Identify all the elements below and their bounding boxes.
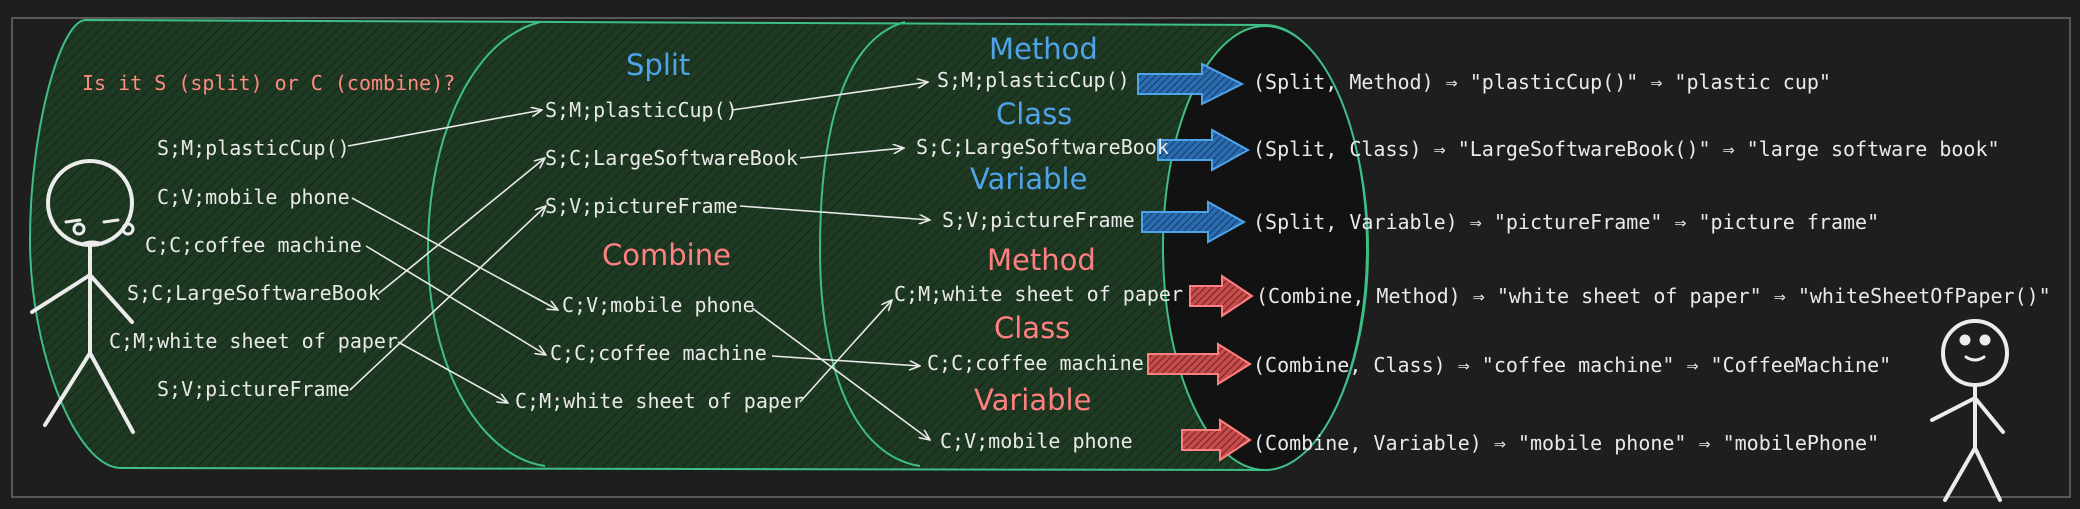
input-item: C;V;mobile phone bbox=[157, 185, 350, 209]
stick-figure-right bbox=[1930, 319, 2009, 502]
combine-item: C;C;coffee machine bbox=[550, 341, 767, 365]
pipe-inner-curve-2 bbox=[818, 21, 921, 467]
pipe-inner-curve-1 bbox=[426, 21, 546, 467]
input-item: S;C;LargeSoftwareBook bbox=[127, 281, 380, 305]
method-split-heading: Method bbox=[989, 32, 1098, 66]
type-item: S;V;pictureFrame bbox=[942, 208, 1135, 232]
type-item: C;C;coffee machine bbox=[927, 351, 1144, 375]
result-line: (Combine, Method) ⇒ "white sheet of pape… bbox=[1256, 284, 2051, 308]
result-line: (Combine, Variable) ⇒ "mobile phone" ⇒ "… bbox=[1253, 431, 1880, 455]
result-line: (Split, Method) ⇒ "plasticCup()" ⇒ "plas… bbox=[1253, 70, 1831, 94]
question-label: Is it S (split) or C (combine)? bbox=[82, 71, 456, 95]
split-item: S;C;LargeSoftwareBook bbox=[545, 146, 798, 170]
method-combine-heading: Method bbox=[987, 243, 1096, 277]
split-item: S;V;pictureFrame bbox=[545, 194, 738, 218]
input-item: C;C;coffee machine bbox=[145, 233, 362, 257]
split-heading: Split bbox=[626, 48, 691, 82]
combine-item: C;V;mobile phone bbox=[562, 293, 755, 317]
type-item: C;M;white sheet of paper bbox=[894, 282, 1183, 306]
type-item: C;V;mobile phone bbox=[940, 429, 1133, 453]
result-line: (Combine, Class) ⇒ "coffee machine" ⇒ "C… bbox=[1253, 353, 1892, 377]
class-split-heading: Class bbox=[996, 97, 1073, 131]
result-arrows bbox=[1137, 62, 1254, 462]
input-item: C;M;white sheet of paper bbox=[109, 329, 398, 353]
stick-figure-left bbox=[30, 159, 135, 434]
input-item: S;V;pictureFrame bbox=[157, 377, 350, 401]
input-item: S;M;plasticCup() bbox=[157, 136, 350, 160]
combine-item: C;M;white sheet of paper bbox=[515, 389, 804, 413]
type-arrows bbox=[731, 82, 930, 440]
input-arrows bbox=[347, 110, 558, 403]
type-item: S;M;plasticCup() bbox=[937, 68, 1130, 92]
type-item: S;C;LargeSoftwareBook bbox=[916, 135, 1169, 159]
combine-heading: Combine bbox=[602, 238, 731, 272]
split-item: S;M;plasticCup() bbox=[545, 98, 738, 122]
result-line: (Split, Variable) ⇒ "pictureFrame" ⇒ "pi… bbox=[1253, 210, 1880, 234]
variable-combine-heading: Variable bbox=[974, 383, 1092, 417]
class-combine-heading: Class bbox=[994, 311, 1071, 345]
variable-split-heading: Variable bbox=[970, 162, 1088, 196]
frame-border bbox=[11, 17, 2071, 498]
result-line: (Split, Class) ⇒ "LargeSoftwareBook()" ⇒… bbox=[1253, 137, 2000, 161]
